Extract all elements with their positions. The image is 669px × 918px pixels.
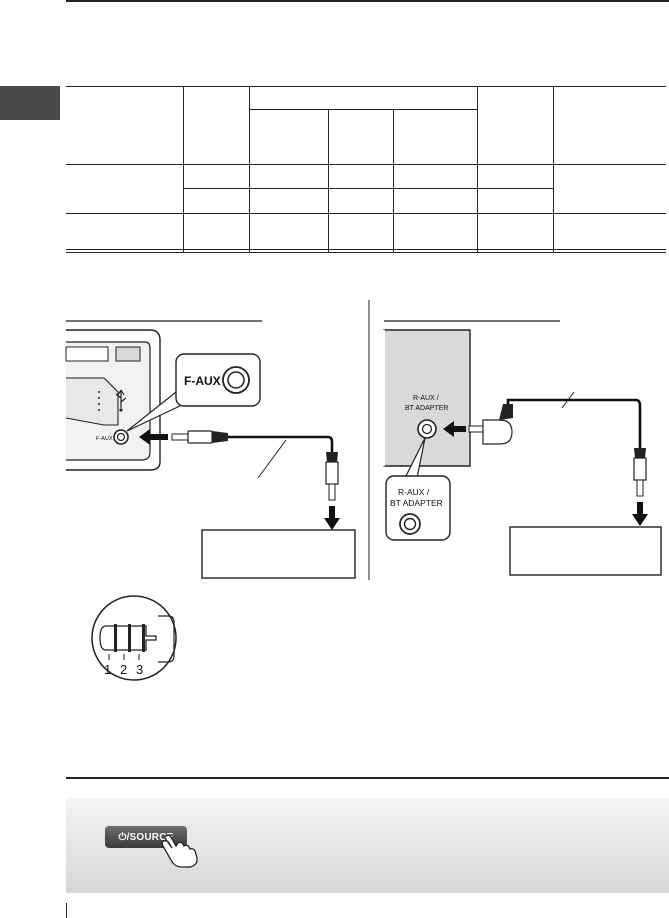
section-tab-marker: [0, 86, 60, 120]
rear-device-arrow: [632, 502, 648, 526]
contact-number-3: 3: [136, 662, 143, 677]
plug-contacts-diagram: 1 2 3: [91, 595, 177, 681]
table-bottom-rule: [66, 249, 666, 250]
table-row: [66, 86, 667, 165]
rear-plug: [468, 404, 513, 445]
eject-button: [115, 346, 141, 362]
rear-cable: [506, 398, 642, 448]
front-unit: F-AUX: [65, 329, 161, 471]
connection-diagram: F-AUX F-AUX R-AUX / BT ADAPTER R-AUX / B…: [65, 300, 662, 580]
front-plug: [171, 430, 228, 444]
hand-pointer-icon: [161, 834, 198, 868]
table-row: [66, 188, 666, 214]
front-cable: [228, 435, 334, 452]
section-separator: [66, 777, 669, 779]
table-row: [66, 109, 666, 165]
contact-number-2: 2: [120, 662, 127, 677]
front-device-arrow: [324, 506, 340, 530]
front-insert-arrow: [139, 429, 168, 445]
spec-table: [66, 86, 667, 253]
rear-external-device-box: [509, 526, 662, 576]
front-device-plug: [325, 452, 339, 501]
footer-mark: [66, 903, 67, 918]
rear-cable-leader: [561, 391, 575, 409]
front-external-device-box: [201, 529, 356, 579]
top-rule: [66, 0, 669, 2]
rear-jack-label-line2: BT ADAPTER: [405, 405, 448, 412]
table-row: [66, 164, 667, 214]
contact-number-1: 1: [104, 662, 111, 677]
front-cable-leader: [257, 439, 287, 479]
rear-callout-label-line1: R-AUX /: [398, 487, 430, 497]
rear-unit: R-AUX / BT ADAPTER: [383, 329, 471, 467]
front-callout-label: F-AUX: [184, 374, 221, 388]
disc-slot: [65, 346, 109, 362]
rear-insert-arrow: [443, 421, 466, 437]
rear-callout-label-line2: BT ADAPTER: [390, 498, 443, 508]
rear-jack-label-line1: R-AUX /: [413, 395, 439, 402]
front-aux-small-label: F-AUX: [96, 436, 113, 442]
table-row: [66, 213, 667, 253]
usb-icon: [115, 389, 127, 412]
source-button-label: ⏻/SOURCE: [118, 831, 174, 843]
rear-device-plug: [633, 448, 647, 497]
